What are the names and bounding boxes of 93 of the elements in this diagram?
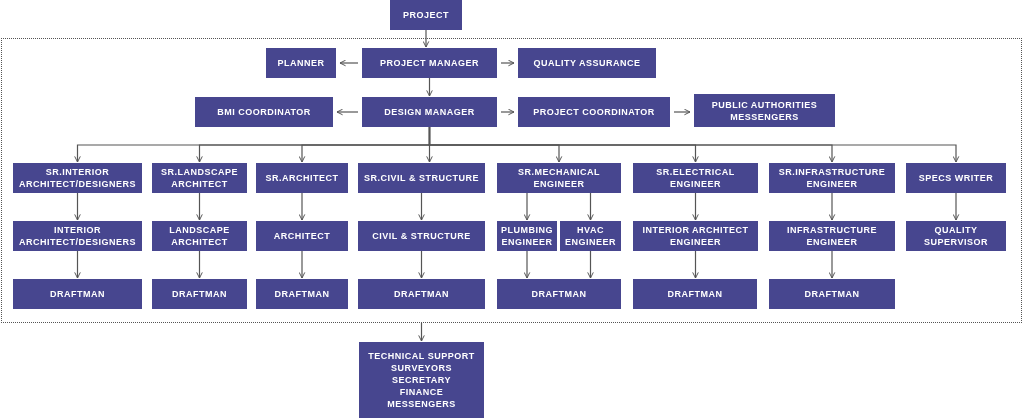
role-box — [266, 48, 336, 78]
connector-arrow — [500, 59, 515, 67]
role-label: DRAFTMAN — [274, 288, 330, 300]
role-label: MESSENGERS — [387, 398, 456, 410]
role-label: SURVEYORS — [391, 362, 452, 374]
connector-arrow — [298, 192, 306, 221]
connector-arrow — [336, 108, 359, 116]
connector-arrow — [828, 192, 836, 221]
connector-arrow — [418, 322, 425, 342]
connector-arrow — [500, 108, 515, 116]
role-label: PROJECT MANAGER — [380, 57, 479, 69]
role-box — [518, 48, 656, 78]
role-box — [359, 342, 484, 418]
connector-arrow — [587, 192, 594, 221]
connector-arrow — [426, 77, 433, 97]
role-box — [362, 97, 497, 127]
role-box — [497, 163, 621, 193]
connector-arrow — [692, 250, 699, 279]
role-label: DESIGN MANAGER — [384, 106, 475, 118]
role-box — [358, 163, 485, 193]
connector-arrow — [587, 250, 594, 279]
connector-arrow — [74, 250, 81, 279]
role-box — [13, 279, 142, 309]
connector-arrow — [828, 250, 836, 279]
role-label: SR.CIVIL & STRUCTURE — [364, 172, 479, 184]
role-label: PLUMBING ENGINEER — [500, 224, 554, 248]
role-label: TECHNICAL SUPPORT — [368, 350, 475, 362]
role-box — [633, 279, 757, 309]
role-box — [256, 279, 348, 309]
role-label: SR.INTERIOR ARCHITECT/DESIGNERS — [18, 166, 137, 190]
role-label: SR.LANDSCAPE ARCHITECT — [160, 166, 239, 190]
role-box — [906, 221, 1006, 251]
role-box — [256, 163, 348, 193]
role-label: BMI COORDINATOR — [217, 106, 311, 118]
connector-arrow — [196, 192, 203, 221]
role-box — [195, 97, 333, 127]
role-box — [633, 221, 758, 251]
role-label: DRAFTMAN — [172, 288, 227, 300]
connector-arrow — [952, 192, 960, 221]
connector-arrow — [692, 192, 699, 221]
role-box — [518, 97, 670, 127]
role-label: LANDSCAPE ARCHITECT — [168, 224, 231, 248]
role-box — [358, 279, 485, 309]
role-label: CIVIL & STRUCTURE — [372, 230, 471, 242]
connector-arrow — [523, 192, 531, 221]
role-box — [769, 221, 895, 251]
role-box — [362, 48, 497, 78]
role-label: DRAFTMAN — [667, 288, 723, 300]
connector-arrow — [428, 126, 960, 163]
role-box — [694, 94, 835, 127]
role-label: PROJECT COORDINATOR — [533, 106, 655, 118]
role-label: SR.INFRASTRUCTURE ENGINEER — [777, 166, 887, 190]
role-box — [152, 279, 247, 309]
role-label: DRAFTMAN — [531, 288, 587, 300]
role-label: HVAC ENGINEER — [564, 224, 617, 248]
connector-arrow — [673, 108, 691, 116]
role-box — [497, 279, 621, 309]
role-label: SPECS WRITER — [918, 172, 994, 184]
connector-arrow — [339, 59, 359, 67]
role-label: SECRETARY — [392, 374, 451, 386]
role-label: PLANNER — [277, 57, 325, 69]
role-label: PUBLIC AUTHORITIES MESSENGERS — [710, 98, 819, 123]
role-label: INTERIOR ARCHITECT/DESIGNERS — [18, 224, 137, 248]
connector-arrow — [523, 250, 531, 279]
role-label: SR.ELECTRICAL ENGINEER — [655, 166, 736, 190]
role-label: PROJECT — [403, 9, 449, 21]
role-label: ARCHITECT — [273, 230, 331, 242]
role-label: DRAFTMAN — [50, 288, 105, 300]
role-box — [390, 0, 462, 30]
role-label: SR.MECHANICAL ENGINEER — [517, 166, 601, 190]
connector-arrow — [196, 250, 203, 279]
role-box — [152, 221, 247, 251]
role-box — [633, 163, 758, 193]
role-label: INFRASTRUCTURE ENGINEER — [786, 224, 878, 248]
connector-arrow — [422, 29, 430, 48]
role-box — [769, 279, 895, 309]
connector-arrow — [418, 192, 425, 221]
role-label: FINANCE — [399, 386, 444, 398]
role-label: DRAFTMAN — [804, 288, 860, 300]
role-label: SR.ARCHITECT — [265, 172, 339, 184]
role-label: QUALITY SUPERVISOR — [923, 224, 989, 248]
role-label: INTERIOR ARCHITECT ENGINEER — [641, 224, 750, 248]
connector-arrow — [298, 250, 306, 279]
role-box — [769, 163, 895, 193]
connector-arrow — [418, 250, 425, 279]
role-label: QUALITY ASSURANCE — [533, 57, 641, 69]
role-box — [906, 163, 1006, 193]
connector-arrow — [74, 192, 81, 221]
role-box — [152, 163, 247, 193]
role-label: DRAFTMAN — [394, 288, 449, 300]
role-box — [256, 221, 348, 251]
dotted-group-frame — [1, 38, 1022, 323]
role-box — [358, 221, 485, 251]
